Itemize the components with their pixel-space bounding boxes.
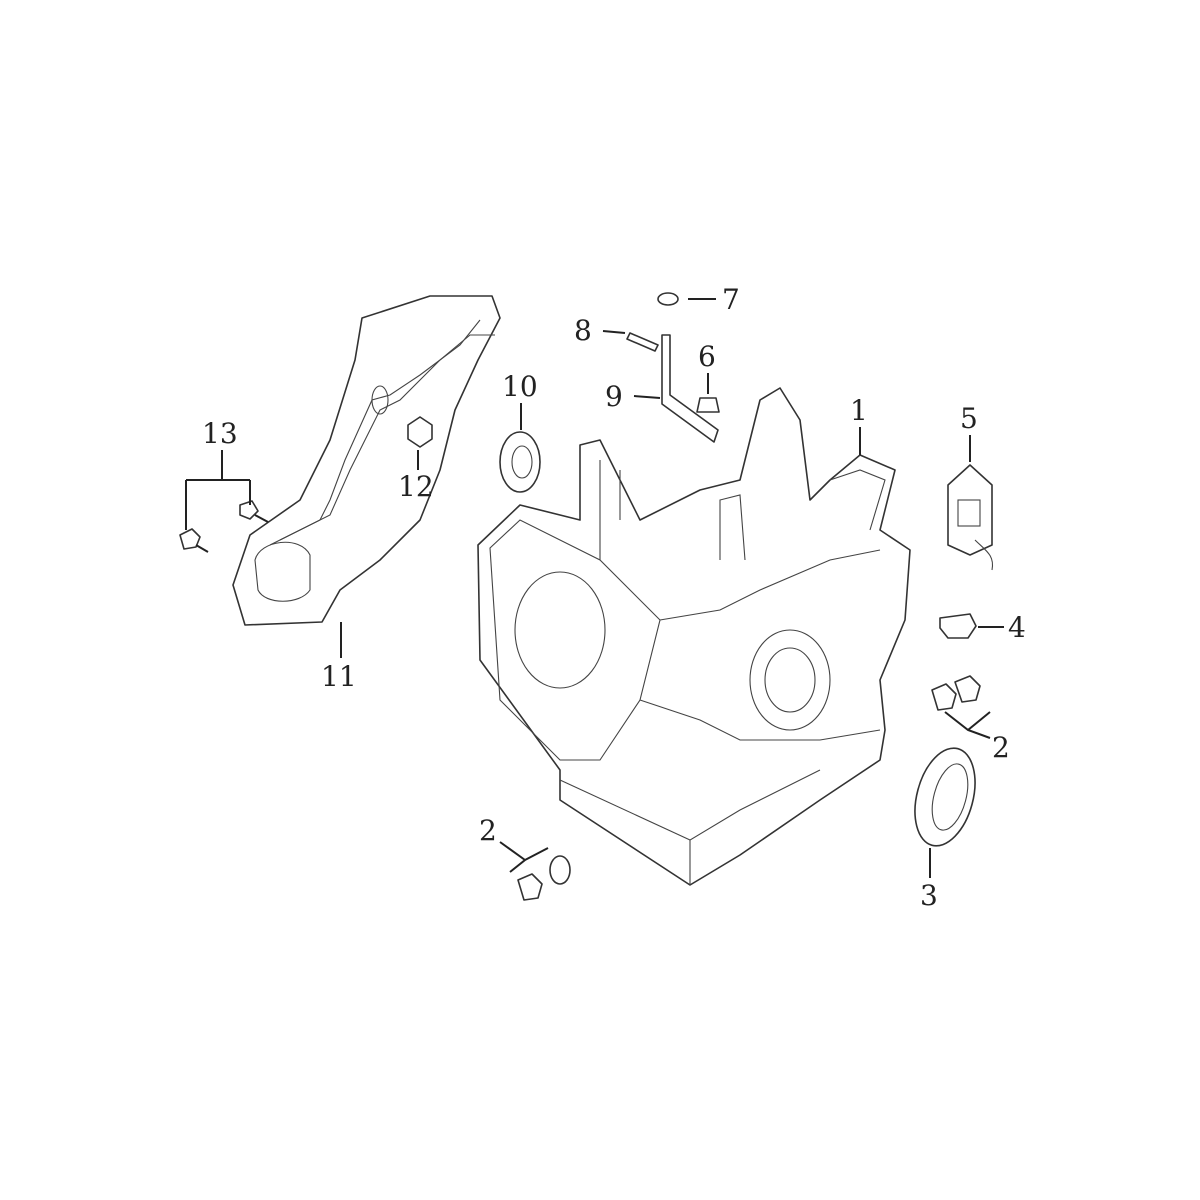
cap-part <box>696 397 720 413</box>
clip-part <box>939 613 977 639</box>
label-9: 9 <box>605 380 623 413</box>
label-12: 12 <box>398 470 434 503</box>
oil-seal-small-part <box>499 431 541 493</box>
label-2-bottom: 2 <box>479 814 497 847</box>
label-5: 5 <box>960 402 978 435</box>
oil-sensor-part <box>947 464 994 571</box>
pin-part <box>626 332 659 352</box>
label-11: 11 <box>321 660 357 693</box>
nut-part <box>407 416 433 448</box>
label-13: 13 <box>202 417 238 450</box>
label-3: 3 <box>920 879 938 912</box>
label-7: 7 <box>722 283 740 316</box>
ignition-coil-part <box>232 295 501 626</box>
breather-tube-part <box>661 334 719 443</box>
label-8: 8 <box>574 314 592 347</box>
label-2-right: 2 <box>992 731 1010 764</box>
washer-part <box>657 292 679 306</box>
bolt-right-part <box>931 675 981 711</box>
label-10: 10 <box>502 370 538 403</box>
oil-seal-part <box>914 747 976 847</box>
label-6: 6 <box>698 340 716 373</box>
crankcase-part <box>477 387 911 886</box>
label-4: 4 <box>1008 611 1026 644</box>
bolt-bottom-part <box>517 855 571 901</box>
bolts-part <box>179 500 269 553</box>
leader-lines <box>185 298 1004 878</box>
label-1: 1 <box>850 394 868 427</box>
